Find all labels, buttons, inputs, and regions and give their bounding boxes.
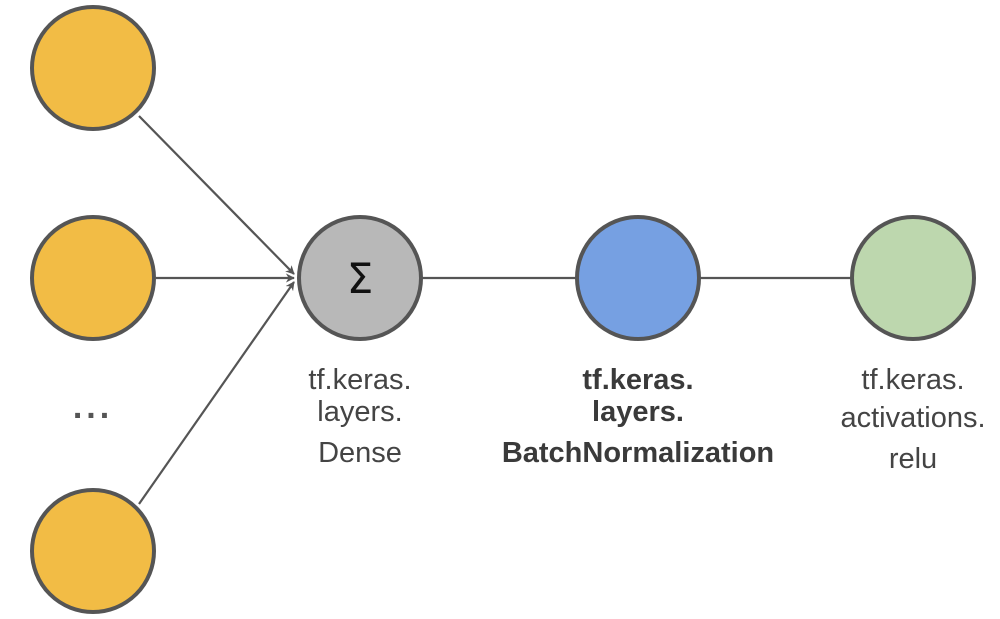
edge-input-1-to-dense (138, 115, 295, 275)
edge-input-3-to-dense (138, 281, 295, 505)
activation-label: tf.keras. activations. relu (840, 364, 985, 475)
dense-sum-node (297, 215, 423, 341)
activation-label-line-3: relu (889, 443, 937, 475)
dense-label-line-2: layers. (317, 396, 402, 428)
dense-label-line-1: tf.keras. (308, 364, 411, 396)
batchnorm-label-line-3: BatchNormalization (502, 437, 774, 469)
sigma-icon: Σ (347, 254, 374, 303)
input-node-1 (30, 5, 156, 131)
input-node-3 (30, 488, 156, 614)
batchnorm-label-line-2: layers. (592, 396, 684, 428)
activation-label-line-2: activations. (840, 402, 985, 434)
batchnorm-node (575, 215, 701, 341)
dense-label-line-3: Dense (318, 437, 402, 469)
dense-label: tf.keras. layers. Dense (308, 364, 411, 469)
input-ellipsis: ... (73, 388, 113, 426)
activation-label-line-1: tf.keras. (861, 364, 964, 396)
input-node-2 (30, 215, 156, 341)
batchnorm-label: tf.keras. layers. BatchNormalization (502, 364, 774, 469)
batchnorm-label-line-1: tf.keras. (582, 364, 693, 396)
activation-node (850, 215, 976, 341)
